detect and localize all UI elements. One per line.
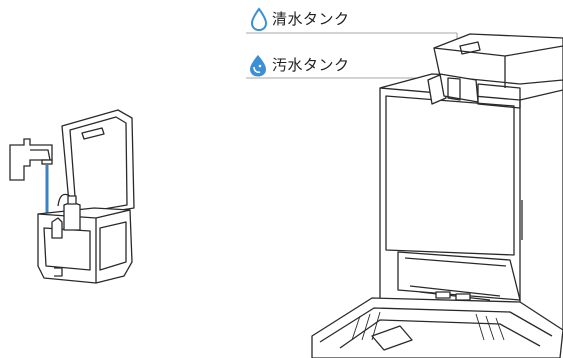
open-water-tank	[37, 109, 135, 284]
dirty-tank-label: 汚水タンク	[272, 56, 350, 74]
faucet-illustration	[9, 138, 53, 181]
clean-tank-label: 清水タンク	[272, 10, 350, 28]
water-drop-filled-icon	[250, 55, 266, 77]
docking-station	[311, 33, 563, 358]
water-drop-outline-icon	[250, 7, 268, 32]
